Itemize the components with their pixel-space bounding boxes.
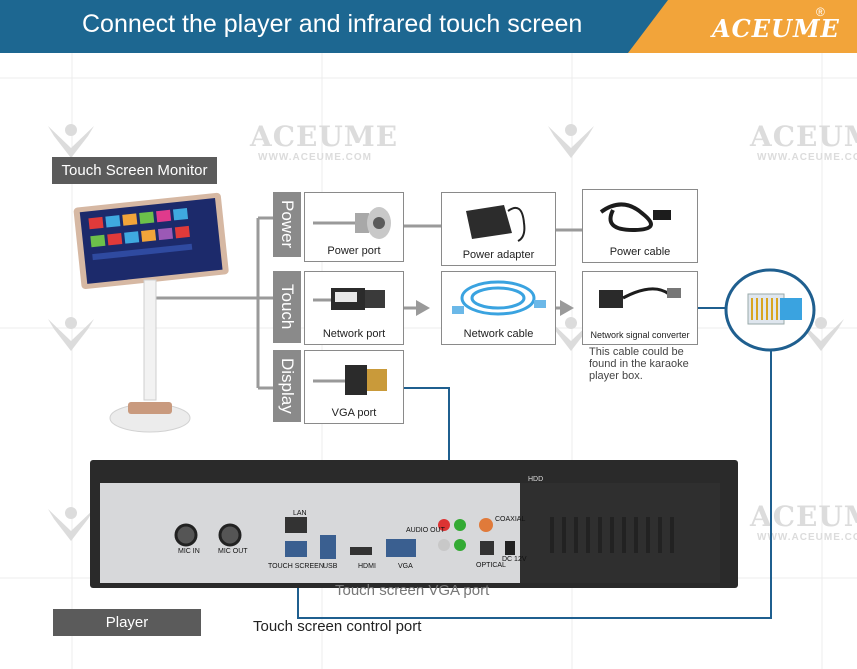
tab-touch-label: Touch	[278, 284, 297, 330]
registered-mark: ®	[816, 5, 825, 19]
tab-display-label: Display	[278, 358, 297, 414]
cable-note: This cable could be found in the karaoke…	[589, 346, 689, 382]
watermark-url: WWW.ACEUME.COM	[258, 152, 372, 163]
audio-out-label: AUDIO OUT	[406, 527, 445, 534]
mic-out-label: MIC OUT	[218, 548, 248, 555]
power-cable-label: Power cable	[609, 246, 671, 258]
watermark-logo-icon	[548, 317, 594, 351]
lan-label: LAN	[293, 510, 307, 517]
network-cable-label: Network cable	[463, 328, 534, 340]
network-signal-converter-label: Network signal converter	[590, 330, 690, 340]
vga-port-label: VGA port	[331, 407, 377, 419]
touch-screen-monitor	[73, 192, 229, 433]
watermark-logo-icon	[798, 317, 844, 351]
network-port-icon	[313, 288, 385, 310]
player-ports-drawing	[174, 517, 674, 559]
watermark-logo-icon	[548, 124, 594, 158]
coaxial-label: COAXIAL	[495, 516, 526, 523]
network-port-label: Network port	[322, 328, 386, 340]
touch-screen-port-label: TOUCH SCREEN	[268, 563, 324, 570]
dc-label: DC 12V	[502, 556, 527, 563]
touch-screen-control-port-caption: Touch screen control port	[253, 618, 422, 635]
power-cable-box: Power cable	[582, 189, 698, 263]
watermark-logo-icon	[48, 124, 94, 158]
touch-screen-vga-port-caption: Touch screen VGA port	[335, 582, 490, 599]
tab-power-label: Power	[278, 200, 297, 249]
brand-tab	[628, 0, 857, 53]
network-signal-converter-icon	[599, 287, 681, 308]
brand-logo: ACEUME	[712, 14, 840, 43]
watermark-url: WWW.ACEUME.COM	[757, 152, 857, 163]
tab-power: Power	[273, 192, 301, 257]
usb-label: USB	[323, 563, 338, 570]
hdmi-label: HDMI	[358, 563, 376, 570]
power-port-label: Power port	[327, 245, 381, 257]
vga-port-icon	[313, 365, 387, 395]
mic-in-label: MIC IN	[178, 548, 200, 555]
hdd-label: HDD	[528, 476, 544, 483]
tab-display: Display	[273, 350, 301, 422]
optical-label: OPTICAL	[476, 562, 506, 569]
vga-port-box: VGA port	[304, 350, 404, 424]
power-port-box: Power port	[304, 192, 404, 262]
player-back-panel	[100, 483, 520, 583]
network-signal-converter-box: Network signal converter	[582, 271, 698, 345]
power-port-icon	[313, 207, 391, 239]
watermark-brand: ACEUME	[750, 500, 857, 533]
watermark-brand: ACEUME	[750, 120, 857, 153]
watermark-logo-icon	[48, 507, 94, 541]
vga-port-player-label: VGA	[398, 563, 413, 570]
power-adapter-label: Power adapter	[462, 249, 535, 261]
network-port-box: Network port	[304, 271, 404, 345]
power-adapter-icon	[466, 205, 526, 242]
tab-touch: Touch	[273, 271, 301, 343]
watermark-brand: ACEUME	[250, 120, 399, 153]
network-cable-box: Network cable	[441, 271, 556, 345]
page-title: Connect the player and infrared touch sc…	[82, 10, 583, 38]
monitor-label: Touch Screen Monitor	[52, 157, 217, 184]
power-cable-icon	[599, 202, 671, 233]
watermark-logo-icon	[48, 317, 94, 351]
player-label: Player	[53, 609, 201, 636]
rj45-connector-closeup	[724, 268, 816, 352]
network-cable-icon	[452, 280, 546, 316]
watermark-url: WWW.ACEUME.COM	[757, 532, 857, 543]
power-adapter-box: Power adapter	[441, 192, 556, 266]
